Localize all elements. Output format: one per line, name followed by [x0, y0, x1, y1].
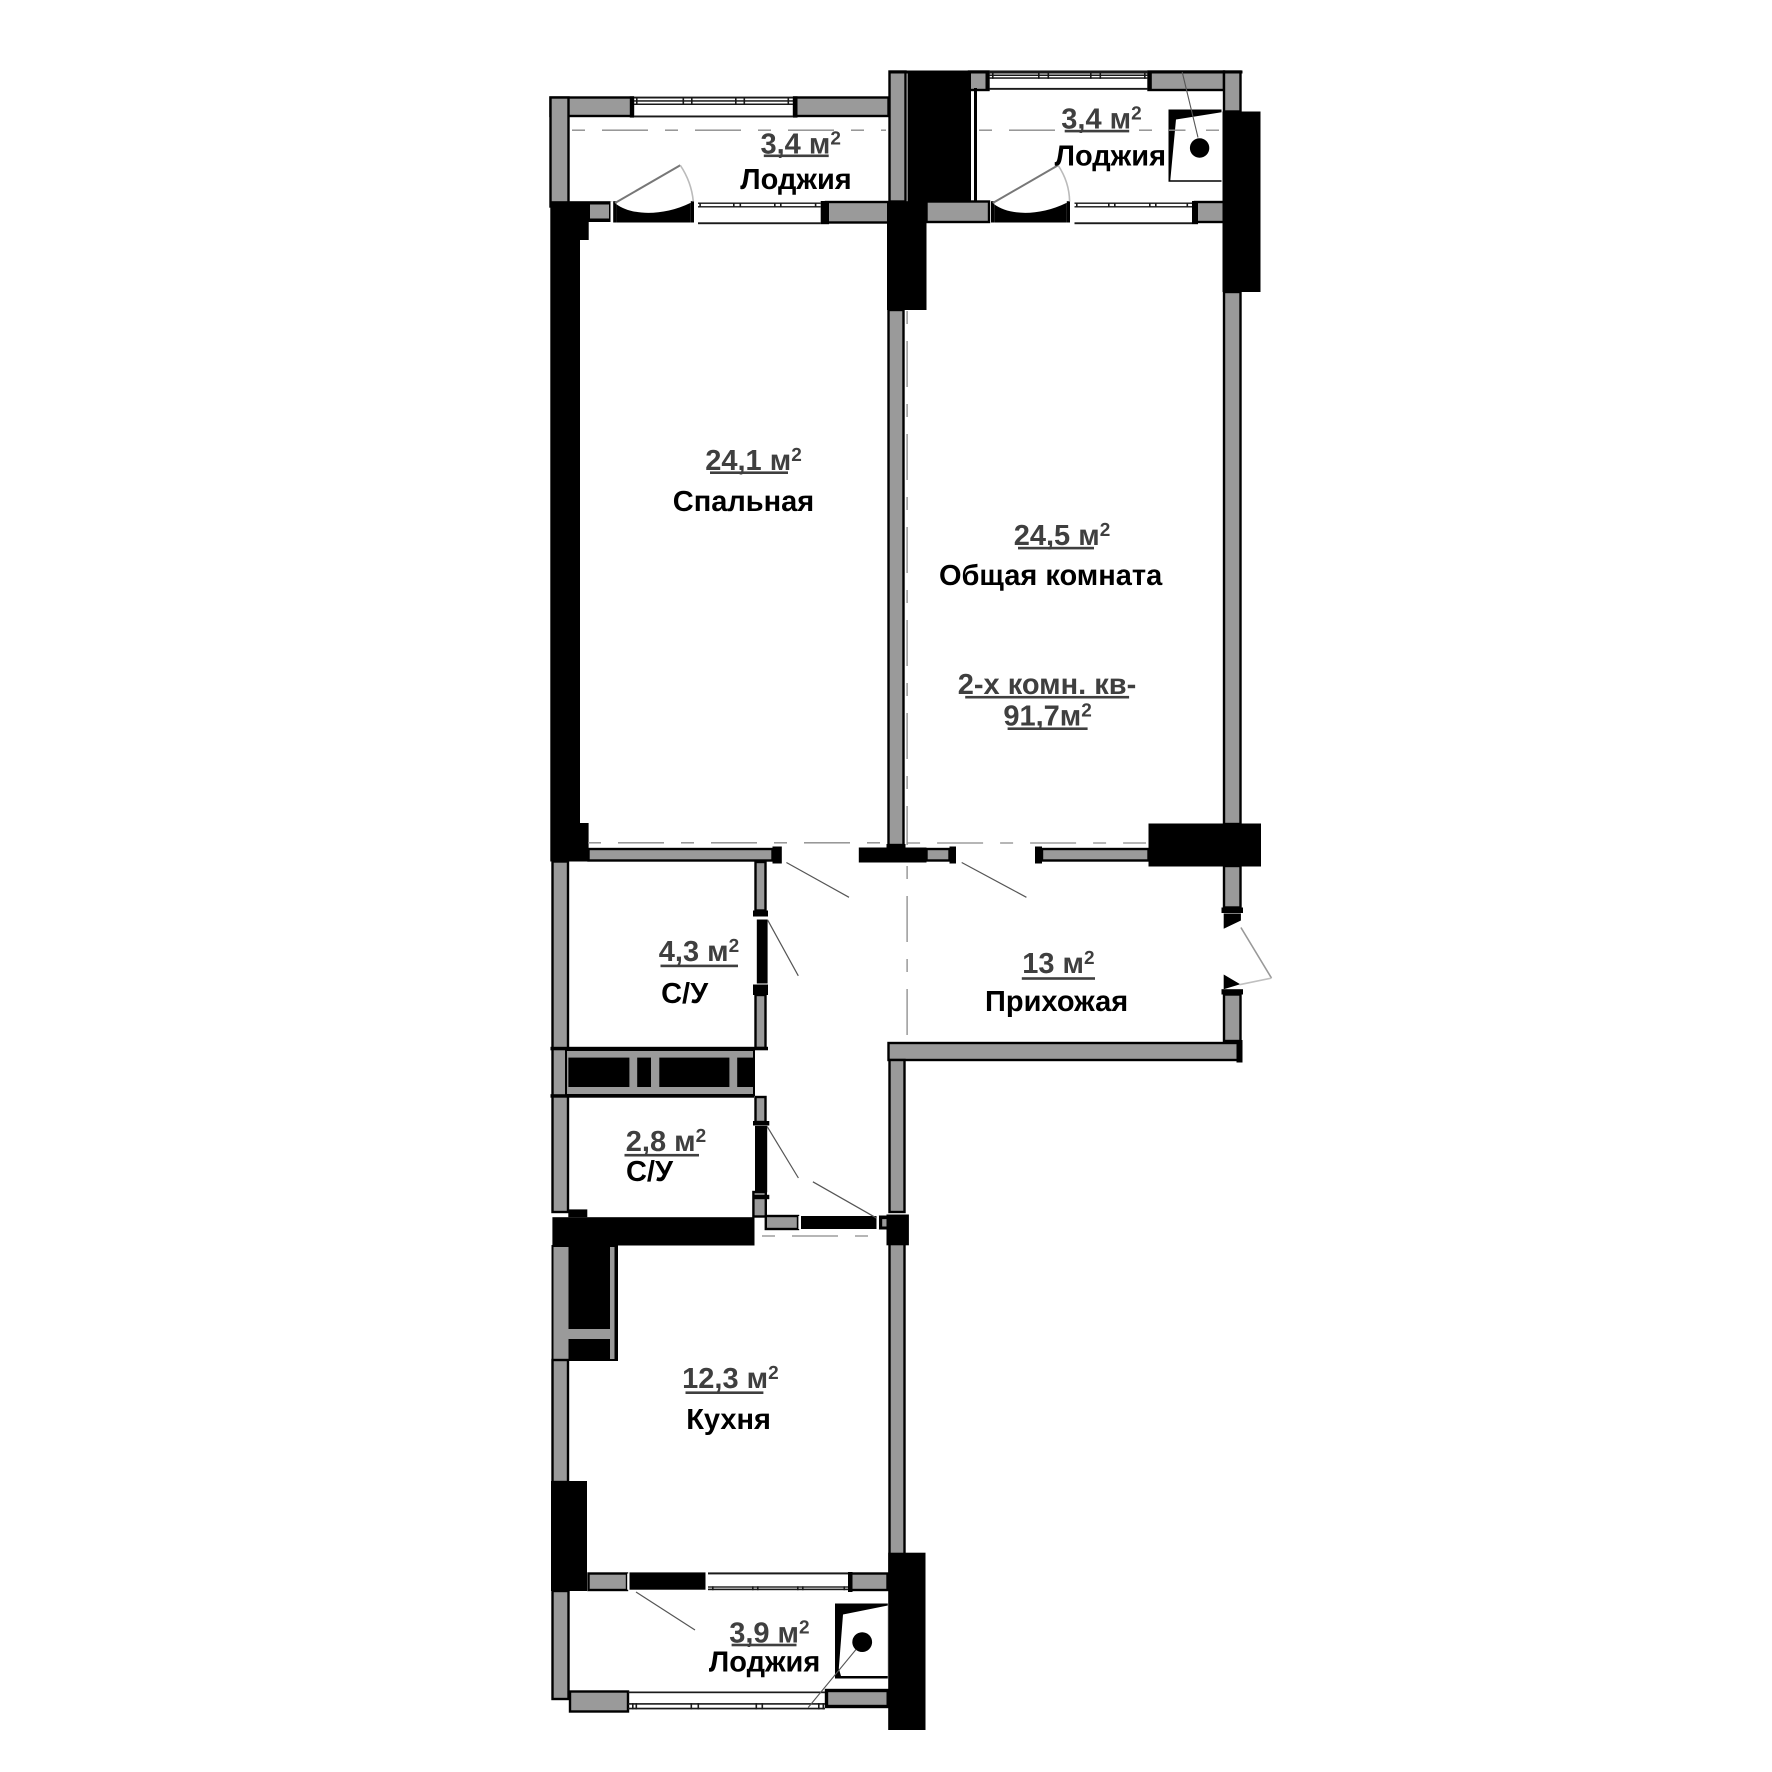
- svg-text:С/У: С/У: [626, 1156, 674, 1188]
- svg-text:С/У: С/У: [661, 978, 709, 1010]
- svg-text:91,7м2: 91,7м2: [1003, 701, 1091, 733]
- svg-text:13 м2: 13 м2: [1022, 948, 1094, 980]
- svg-text:2-х комн. кв-: 2-х комн. кв-: [958, 669, 1137, 701]
- svg-text:Кухня: Кухня: [686, 1404, 771, 1436]
- svg-text:2,8 м2: 2,8 м2: [626, 1126, 706, 1158]
- svg-text:Лоджия: Лоджия: [740, 164, 851, 196]
- svg-text:Лоджия: Лоджия: [1055, 140, 1166, 172]
- svg-text:Лоджия: Лоджия: [709, 1647, 820, 1679]
- svg-text:12,3 м2: 12,3 м2: [682, 1363, 779, 1395]
- svg-text:Спальная: Спальная: [673, 486, 814, 518]
- svg-text:4,3 м2: 4,3 м2: [659, 936, 739, 968]
- svg-text:Общая комната: Общая комната: [939, 560, 1163, 592]
- svg-text:Прихожая: Прихожая: [985, 986, 1128, 1018]
